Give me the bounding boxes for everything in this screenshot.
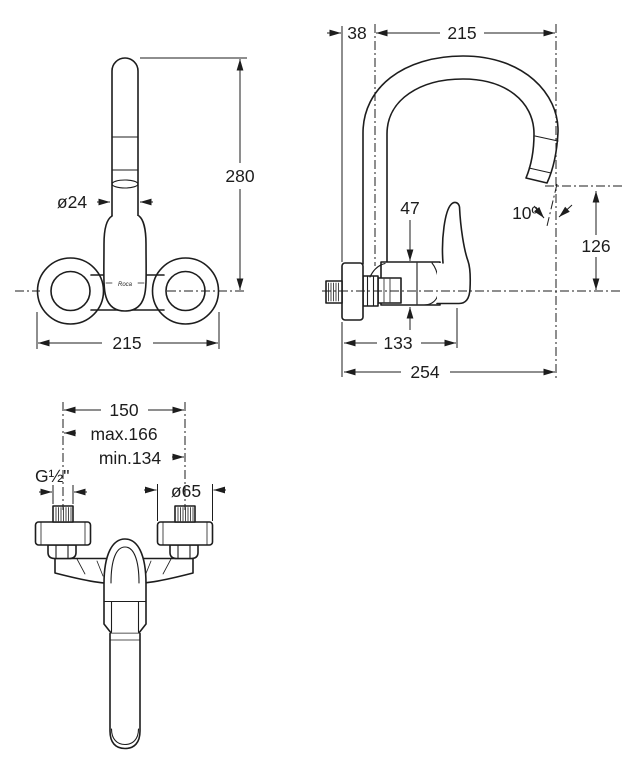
dim-top-centers-distance: 150 — [64, 400, 184, 420]
top-bar-arm-seams — [76, 558, 172, 577]
dim-side-outlet-height-label: 126 — [581, 236, 610, 256]
dim-front-total-height-label: 280 — [225, 166, 254, 186]
top-left-nut — [47, 544, 77, 560]
front-mixer-body — [103, 215, 147, 312]
front-spout-tube — [111, 57, 139, 218]
top-right-nipple-threads — [177, 507, 194, 522]
dim-top-centers-max: max.166 — [64, 424, 158, 444]
dim-front-overall-width-label: 215 — [112, 333, 141, 353]
dim-side-spout-angle-label: 10º — [512, 203, 538, 223]
dim-front-total-height: 280 — [140, 57, 255, 290]
dim-side-wall-offset: 38 — [327, 23, 367, 43]
dim-side-overall-depth-label: 254 — [410, 362, 439, 382]
side-handle-lever — [436, 201, 472, 305]
top-right-nut — [169, 544, 199, 560]
dim-top-flange-diameter: ø65 — [144, 481, 226, 521]
left-hub — [50, 270, 91, 312]
dim-top-centers-max-label: max.166 — [90, 424, 157, 444]
dim-front-overall-width: 215 — [36, 312, 220, 353]
top-left-nipple-threads — [55, 507, 72, 522]
top-view: 150 max.166 min.134 G½" ø65 — [34, 400, 226, 750]
dim-side-body-height-label: 47 — [400, 198, 419, 218]
front-view: Roca ø24 280 215 — [15, 57, 255, 353]
top-handle-lever — [109, 632, 141, 750]
dim-side-overall-depth: 254 — [344, 362, 555, 382]
dim-top-thread-size: G½" — [35, 466, 87, 504]
front-aerator — [111, 136, 139, 189]
side-aerator — [528, 135, 559, 174]
side-spout-gooseneck — [362, 55, 559, 265]
dim-side-body-height: 47 — [400, 198, 420, 330]
brand-logo: Roca — [118, 282, 133, 288]
dim-front-spout-diameter: ø24 — [57, 192, 153, 212]
top-right-flange — [156, 521, 214, 546]
dim-side-outlet-height: 126 — [581, 191, 611, 290]
side-view: 38 215 47 10º 126 133 — [322, 23, 622, 382]
dim-side-body-depth: 133 — [344, 333, 456, 353]
brand-mark: Roca — [105, 282, 145, 288]
dim-top-flange-diameter-label: ø65 — [171, 481, 201, 501]
dim-side-spout-reach-label: 215 — [447, 23, 476, 43]
side-nipple-threads — [328, 282, 339, 302]
top-body-dome — [103, 538, 147, 635]
dim-front-spout-diameter-label: ø24 — [57, 192, 87, 212]
dim-top-centers-distance-label: 150 — [109, 400, 138, 420]
dim-side-body-depth-label: 133 — [383, 333, 412, 353]
dim-top-thread-size-label: G½" — [35, 466, 69, 486]
dim-side-wall-offset-label: 38 — [347, 23, 366, 43]
dim-side-spout-reach: 215 — [376, 23, 555, 43]
top-left-flange — [34, 521, 92, 546]
side-elbow-seam — [369, 262, 386, 278]
dim-top-centers-min: min.134 — [99, 448, 184, 468]
side-inlet-nipple — [325, 280, 343, 304]
dim-top-centers-min-label: min.134 — [99, 448, 162, 468]
dim-side-spout-angle: 10º — [512, 203, 573, 223]
